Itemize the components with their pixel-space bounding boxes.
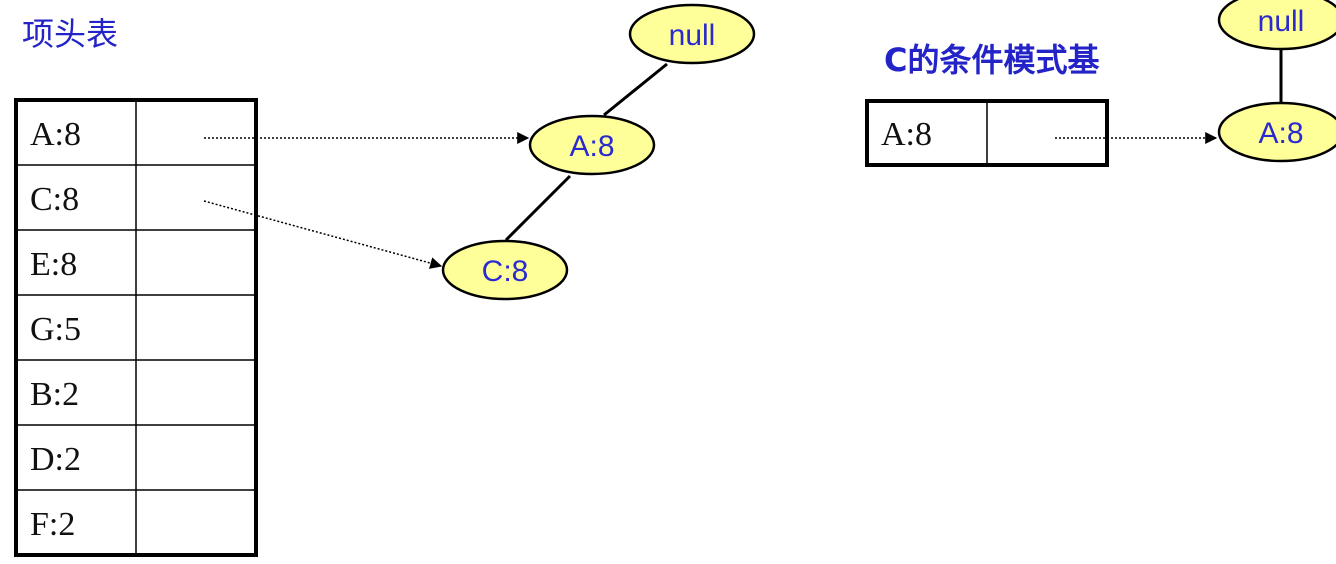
tree-node-a: A:8 bbox=[528, 114, 656, 176]
header-table-cell: A:8 bbox=[30, 116, 81, 153]
header-table: A:8 C:8 E:8 G:5 B:2 D:2 F:2 bbox=[14, 98, 258, 557]
tree2-node-a: A:8 bbox=[1217, 101, 1336, 163]
tree-node-label: A:8 bbox=[569, 130, 614, 163]
header-table-title: 项头表 bbox=[22, 15, 118, 53]
tree2-node-label: null bbox=[1258, 5, 1305, 38]
header-table-cell: F:2 bbox=[30, 506, 75, 543]
tree-node-label: null bbox=[669, 19, 716, 52]
tree-node-c: C:8 bbox=[441, 239, 569, 301]
cond-base-cell: A:8 bbox=[881, 116, 932, 153]
tree-node-null: null bbox=[628, 3, 756, 65]
cond-base-title: C的条件模式基 bbox=[884, 41, 1100, 79]
cond-base-table: A:8 bbox=[865, 99, 1109, 167]
tree-edge-null-a bbox=[603, 62, 668, 117]
node-link-arrow-c bbox=[203, 200, 443, 269]
tree2-node-null: null bbox=[1217, 0, 1336, 51]
tree2-node-label: A:8 bbox=[1258, 117, 1303, 150]
header-table-cell: B:2 bbox=[30, 376, 79, 413]
tree-node-label: C:8 bbox=[482, 255, 529, 288]
header-table-cell: G:5 bbox=[30, 311, 81, 348]
tree-edge-a-c bbox=[504, 174, 572, 242]
header-table-cell: E:8 bbox=[30, 246, 77, 283]
header-table-cell: C:8 bbox=[30, 181, 79, 218]
header-table-cell: D:2 bbox=[30, 441, 81, 478]
